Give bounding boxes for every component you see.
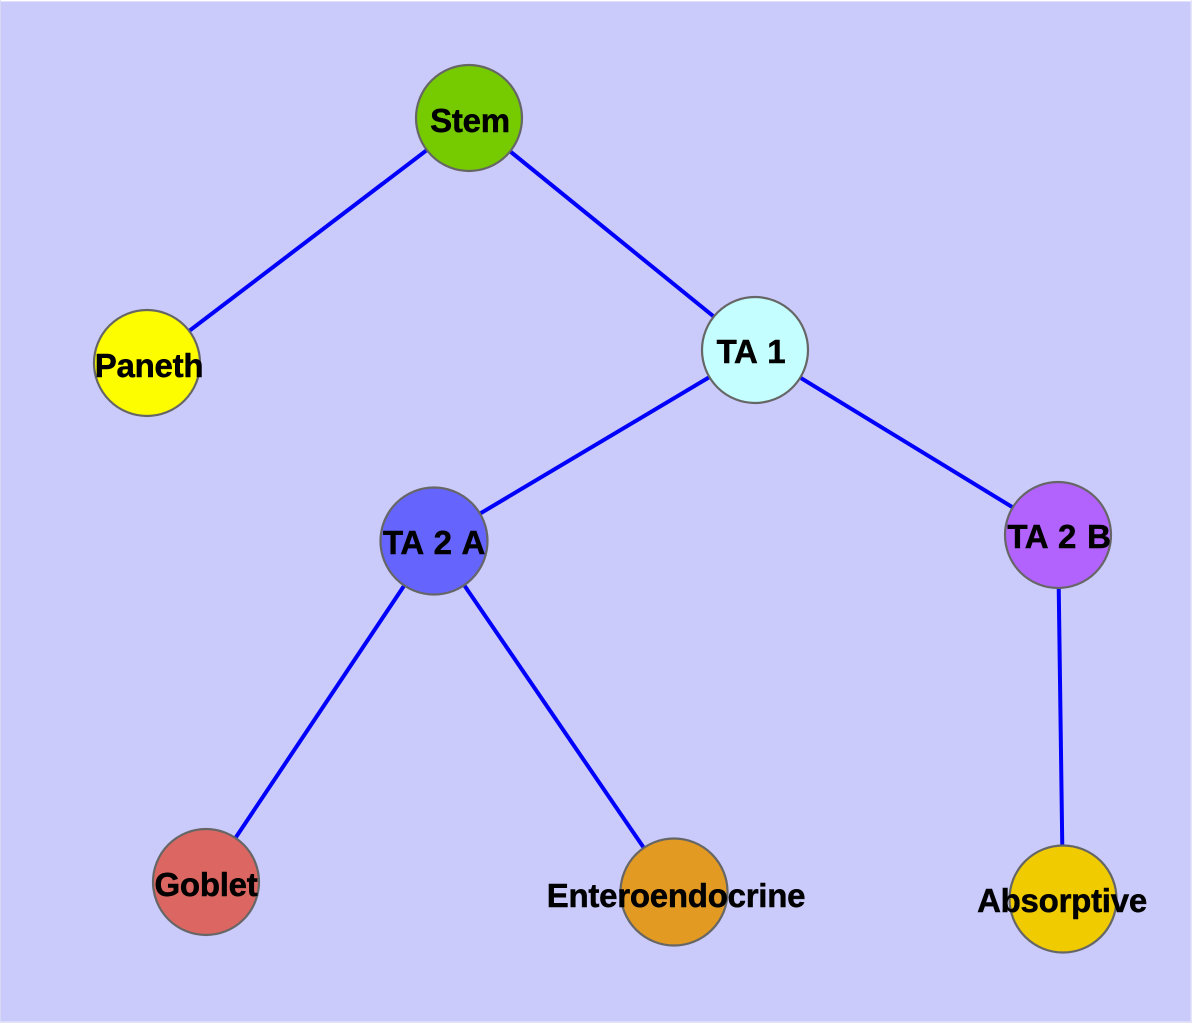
svg-text:Stem: Stem	[430, 102, 510, 139]
svg-text:Enteroendocrine: Enteroendocrine	[547, 877, 805, 914]
svg-text:TA 2 A: TA 2 A	[383, 524, 485, 561]
svg-text:Absorptive: Absorptive	[977, 882, 1147, 919]
svg-text:TA 2 B: TA 2 B	[1007, 518, 1110, 555]
svg-text:Paneth: Paneth	[95, 347, 204, 384]
svg-text:Goblet: Goblet	[155, 866, 258, 903]
svg-text:TA 1: TA 1	[717, 333, 786, 370]
